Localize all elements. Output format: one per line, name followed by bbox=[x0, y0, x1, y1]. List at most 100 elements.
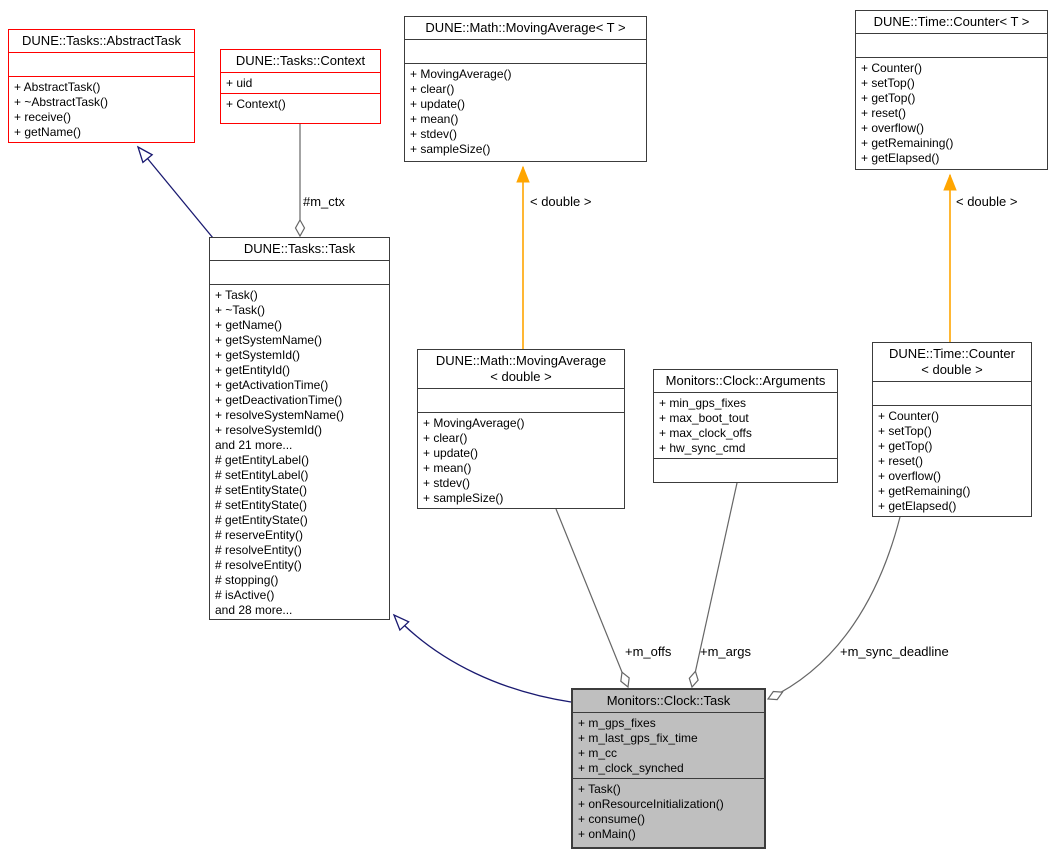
edge-member-m-sync-deadline bbox=[766, 516, 901, 701]
method-item: + Counter() bbox=[861, 61, 923, 75]
method-item: + stdev() bbox=[423, 476, 471, 490]
method-item: + MovingAverage() bbox=[410, 67, 512, 81]
attributes-section: + m_gps_fixes + m_last_gps_fix_time + m_… bbox=[573, 712, 764, 778]
class-box-context[interactable]: DUNE::Tasks::Context + uid + Context() bbox=[220, 49, 381, 124]
attribute-item: + max_clock_offs bbox=[659, 426, 752, 440]
method-item: # stopping() bbox=[215, 573, 279, 587]
method-item: and 21 more... bbox=[215, 438, 293, 452]
method-item: + Counter() bbox=[878, 409, 940, 423]
methods-section: + Task() + onResourceInitialization() + … bbox=[573, 778, 764, 847]
method-item: + getDeactivationTime() bbox=[215, 393, 343, 407]
class-name: DUNE::Time::Counter < double > bbox=[889, 346, 1015, 377]
class-box-clock-task[interactable]: Monitors::Clock::Task + m_gps_fixes + m_… bbox=[571, 688, 766, 849]
method-item: + AbstractTask() bbox=[14, 80, 101, 94]
method-item: + getRemaining() bbox=[878, 484, 971, 498]
method-item: + getName() bbox=[14, 125, 82, 139]
method-item: # resolveEntity() bbox=[215, 543, 302, 557]
method-item: + getRemaining() bbox=[861, 136, 954, 150]
method-item: + clear() bbox=[423, 431, 468, 445]
method-item: + reset() bbox=[878, 454, 924, 468]
attributes-section bbox=[418, 388, 624, 412]
method-item: + update() bbox=[410, 97, 466, 111]
edge-label-m-ctx: #m_ctx bbox=[303, 194, 345, 209]
class-box-task[interactable]: DUNE::Tasks::Task + Task() + ~Task() + g… bbox=[209, 237, 390, 620]
class-name: DUNE::Time::Counter< T > bbox=[873, 14, 1030, 29]
method-item: + getTop() bbox=[878, 439, 933, 453]
method-item: + Task() bbox=[215, 288, 258, 302]
method-item: and 28 more... bbox=[215, 603, 293, 617]
method-item: + getElapsed() bbox=[861, 151, 940, 165]
method-item: + Context() bbox=[226, 97, 286, 111]
method-item: + onMain() bbox=[578, 827, 636, 841]
method-item: + sampleSize() bbox=[423, 491, 504, 505]
method-item: # reserveEntity() bbox=[215, 528, 304, 542]
method-item: # resolveEntity() bbox=[215, 558, 302, 572]
class-name: DUNE::Tasks::Context bbox=[235, 53, 366, 68]
methods-section: + Counter() + setTop() + getTop() + rese… bbox=[873, 405, 1031, 516]
method-item: + stdev() bbox=[410, 127, 458, 141]
attribute-item: + m_clock_synched bbox=[578, 761, 684, 775]
attributes-section bbox=[9, 52, 194, 76]
methods-section: + MovingAverage() + clear() + update() +… bbox=[405, 63, 646, 161]
method-item: + mean() bbox=[410, 112, 459, 126]
attributes-section bbox=[873, 381, 1031, 405]
methods-section: + Counter() + setTop() + getTop() + rese… bbox=[856, 57, 1047, 169]
edge-label-m-offs: +m_offs bbox=[625, 644, 672, 659]
method-item: + MovingAverage() bbox=[423, 416, 525, 430]
method-item: + receive() bbox=[14, 110, 72, 124]
method-item: # setEntityState() bbox=[215, 498, 308, 512]
class-name: DUNE::Tasks::AbstractTask bbox=[22, 33, 181, 48]
method-item: + resolveSystemId() bbox=[215, 423, 323, 437]
class-name: Monitors::Clock::Arguments bbox=[665, 373, 826, 388]
methods-section: + Task() + ~Task() + getName() + getSyst… bbox=[210, 284, 389, 619]
class-box-movingaverage-double[interactable]: DUNE::Math::MovingAverage < double > + M… bbox=[417, 349, 625, 509]
attribute-item: + hw_sync_cmd bbox=[659, 441, 746, 455]
method-item: + getActivationTime() bbox=[215, 378, 329, 392]
class-box-counter-double[interactable]: DUNE::Time::Counter < double > + Counter… bbox=[872, 342, 1032, 517]
method-item: + getElapsed() bbox=[878, 499, 957, 513]
attribute-item: + m_gps_fixes bbox=[578, 716, 656, 730]
method-item: + ~AbstractTask() bbox=[14, 95, 109, 109]
method-item: + overflow() bbox=[861, 121, 925, 135]
class-box-arguments[interactable]: Monitors::Clock::Arguments + min_gps_fix… bbox=[653, 369, 838, 483]
class-name: DUNE::Tasks::Task bbox=[243, 241, 356, 256]
class-box-movingaverage-t[interactable]: DUNE::Math::MovingAverage< T > + MovingA… bbox=[404, 16, 647, 162]
method-item: + sampleSize() bbox=[410, 142, 491, 156]
class-name: DUNE::Math::MovingAverage < double > bbox=[435, 353, 607, 384]
attributes-section bbox=[405, 39, 646, 63]
attribute-item: + m_cc bbox=[578, 746, 618, 760]
class-name: Monitors::Clock::Task bbox=[606, 693, 731, 708]
class-name: DUNE::Math::MovingAverage< T > bbox=[425, 20, 626, 35]
method-item: # getEntityLabel() bbox=[215, 453, 310, 467]
method-item: + setTop() bbox=[878, 424, 932, 438]
attribute-item: + max_boot_tout bbox=[659, 411, 749, 425]
method-item: + getName() bbox=[215, 318, 283, 332]
method-item: + overflow() bbox=[878, 469, 942, 483]
method-item: + resolveSystemName() bbox=[215, 408, 345, 422]
edge-member-m-offs bbox=[555, 508, 630, 689]
method-item: + getSystemName() bbox=[215, 333, 323, 347]
edge-member-m-args bbox=[688, 482, 738, 689]
methods-section: + MovingAverage() + clear() + update() +… bbox=[418, 412, 624, 508]
method-item: + clear() bbox=[410, 82, 455, 96]
method-item: + mean() bbox=[423, 461, 472, 475]
method-item: + getTop() bbox=[861, 91, 916, 105]
edge-label-template-double-2: < double > bbox=[956, 194, 1018, 209]
attribute-item: + min_gps_fixes bbox=[659, 396, 747, 410]
attributes-section: + uid bbox=[221, 72, 380, 93]
methods-section: + AbstractTask() + ~AbstractTask() + rec… bbox=[9, 76, 194, 142]
attributes-section bbox=[210, 260, 389, 284]
method-item: + ~Task() bbox=[215, 303, 266, 317]
method-item: + onResourceInitialization() bbox=[578, 797, 724, 811]
class-box-counter-t[interactable]: DUNE::Time::Counter< T > + Counter() + s… bbox=[855, 10, 1048, 170]
method-item: + reset() bbox=[861, 106, 907, 120]
methods-section: + Context() bbox=[221, 93, 380, 123]
method-item: + Task() bbox=[578, 782, 621, 796]
method-item: # setEntityState() bbox=[215, 483, 308, 497]
method-item: + consume() bbox=[578, 812, 646, 826]
method-item: + update() bbox=[423, 446, 479, 460]
class-box-abstract-task[interactable]: DUNE::Tasks::AbstractTask + AbstractTask… bbox=[8, 29, 195, 143]
attribute-item: + m_last_gps_fix_time bbox=[578, 731, 698, 745]
